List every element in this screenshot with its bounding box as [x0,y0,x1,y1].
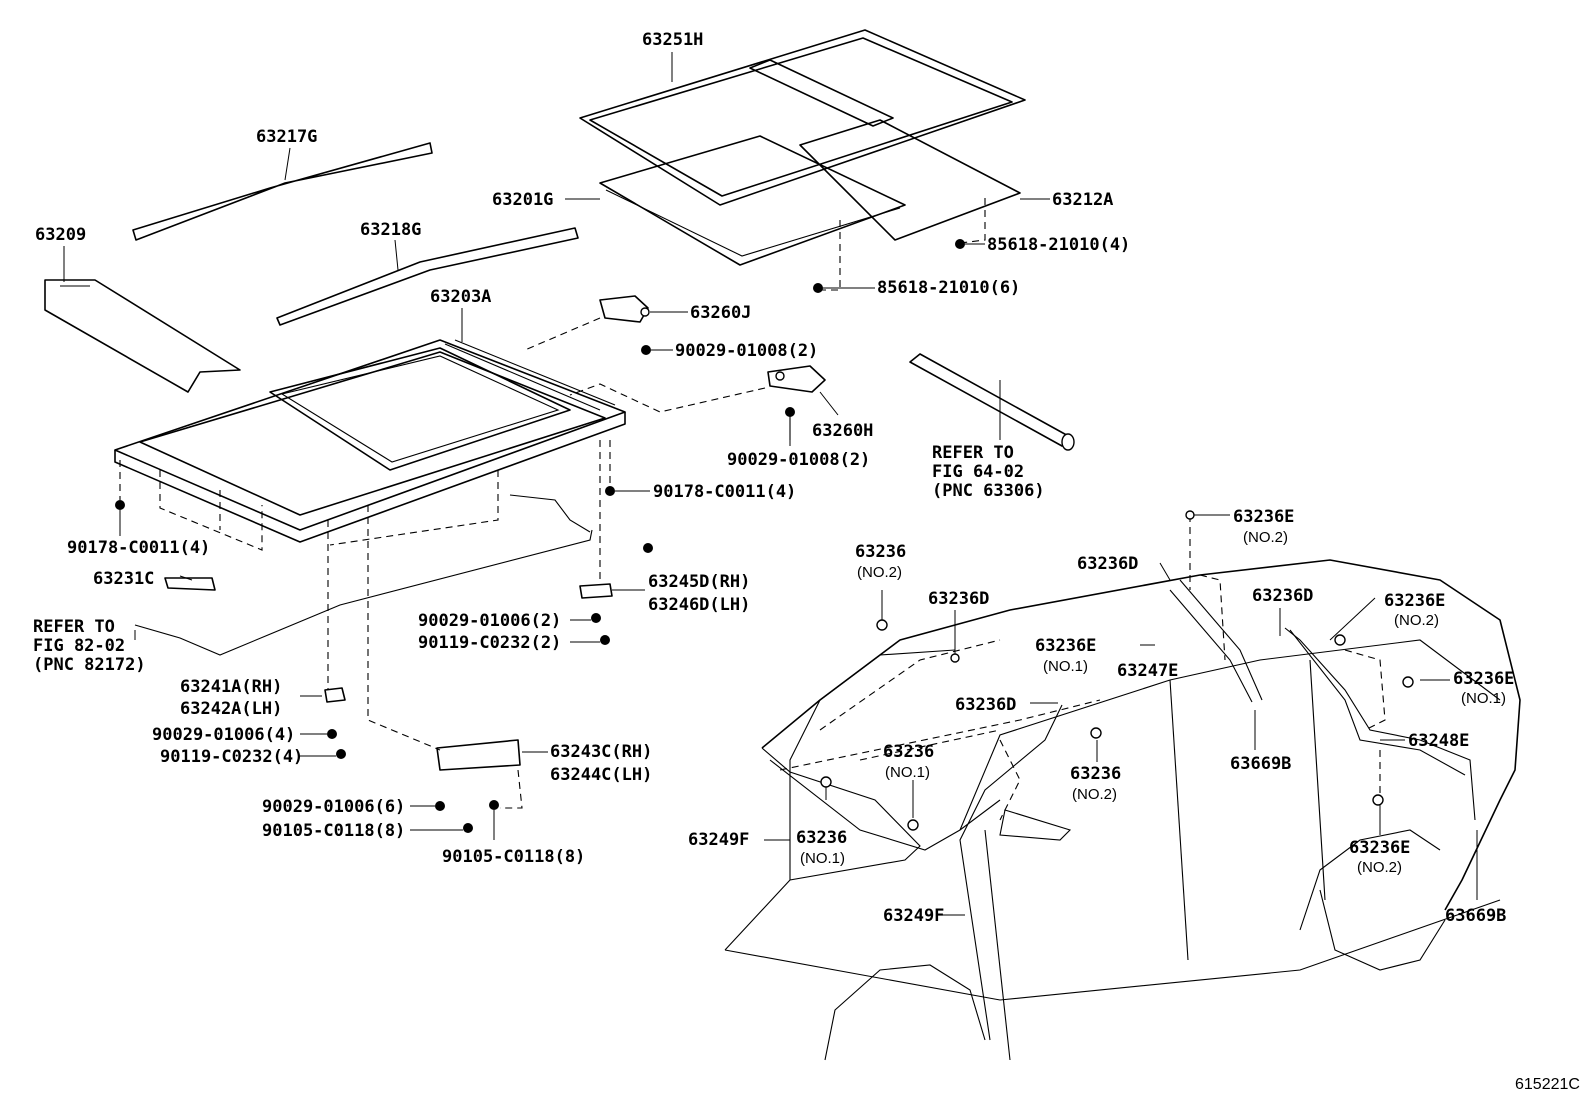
label-63247E: 63247E [1117,661,1178,681]
label-63236E-mid: 63236E [1384,591,1445,611]
label-63236D-b: 63236D [928,589,989,609]
label-85618-21010-6: 85618-21010(6) [877,278,1020,298]
label-63245D-RH: 63245D(RH) [648,572,750,592]
label-63218G: 63218G [360,220,421,240]
label-85618-21010-4: 85618-21010(4) [987,235,1130,255]
label-63236E-mid-sub: (NO.2) [1394,612,1439,629]
label-63236E-left-sub: (NO.1) [1043,658,1088,675]
label-63669B-b: 63669B [1445,906,1506,926]
label-90105-C0118-b: 90105-C0118(8) [442,847,585,867]
hardware-fasteners [115,239,965,833]
label-refer-b-line2: FIG 82-02 [33,636,125,656]
label-63236-low: 63236 [1070,764,1121,784]
label-63669B-a: 63669B [1230,754,1291,774]
label-63236D-c: 63236D [1252,586,1313,606]
label-63251H: 63251H [642,30,703,50]
label-63201G: 63201G [492,190,553,210]
label-90178-C0011-left: 90178-C0011(4) [67,538,210,558]
label-63203A: 63203A [430,287,491,307]
weatherstrip-part [276,227,579,326]
sunroof-housing-part [114,339,626,543]
label-90029-01008-top: 90029-01008(2) [675,341,818,361]
motor-63260J-part [524,295,651,355]
callout-leaders [63,52,1478,916]
label-refer-b-line3: (PNC 82172) [33,655,146,675]
label-63231C: 63231C [93,569,154,589]
label-63246D-LH: 63246D(LH) [648,595,750,615]
label-90119-C0232-2: 90119-C0232(2) [418,633,561,653]
label-63236E-bot: 63236E [1349,838,1410,858]
label-refer-a-line3: (PNC 63306) [932,481,1045,501]
label-63260H: 63260H [812,421,873,441]
label-refer-a-line1: REFER TO [932,443,1014,463]
label-63217G: 63217G [256,127,317,147]
label-63244C-LH: 63244C(LH) [550,765,652,785]
label-63249F-b: 63249F [883,906,944,926]
label-63236E-right-sub: (NO.1) [1461,690,1506,707]
label-63236E-left: 63236E [1035,636,1096,656]
label-63212A: 63212A [1052,190,1113,210]
label-63236E-top-sub: (NO.2) [1243,529,1288,546]
label-90105-C0118-a: 90105-C0118(8) [262,821,405,841]
label-90178-C0011-right: 90178-C0011(4) [653,482,796,502]
sunroof-glass-part [599,135,906,266]
label-63236-bot: 63236 [796,828,847,848]
callout-labels: 63251H 63217G 63209 63218G 63201G 63212A… [33,30,1580,1093]
label-90029-01006-4: 90029-01006(4) [152,725,295,745]
label-63236E-right: 63236E [1453,669,1514,689]
label-63260J: 63260J [690,303,751,323]
label-63243C-RH: 63243C(RH) [550,742,652,762]
label-63236-mid: 63236 [883,742,934,762]
sunshade-roller-part [909,353,1075,451]
label-refer-a-line2: FIG 64-02 [932,462,1024,482]
vehicle-outline [724,515,1521,1061]
assembly-dashed-lines [119,440,611,809]
label-63236D-a: 63236D [1077,554,1138,574]
drain-hoses [134,494,593,656]
label-63236E-bot-sub: (NO.2) [1357,859,1402,876]
label-63248E: 63248E [1408,731,1469,751]
label-90029-01008-bot: 90029-01008(2) [727,450,870,470]
deflector-strip-part [132,142,433,241]
label-90029-01006-2: 90029-01006(2) [418,611,561,631]
label-63241A-RH: 63241A(RH) [180,677,282,697]
motor-63260H-part [569,365,826,440]
rear-glass-panel-part [799,119,1021,291]
label-63236E-top: 63236E [1233,507,1294,527]
label-90119-C0232-4: 90119-C0232(4) [160,747,303,767]
label-63209: 63209 [35,225,86,245]
label-63236-top: 63236 [855,542,906,562]
label-63236-bot-sub: (NO.1) [800,850,845,867]
label-63236-low-sub: (NO.2) [1072,786,1117,803]
label-63236-mid-sub: (NO.1) [885,764,930,781]
label-63236D-d: 63236D [955,695,1016,715]
label-63249F-a: 63249F [688,830,749,850]
label-63242A-LH: 63242A(LH) [180,699,282,719]
label-90029-01006-6: 90029-01006(6) [262,797,405,817]
glass-frame-part [579,29,1026,206]
sunshade-panel-part [44,279,241,393]
figure-code: 615221C [1515,1076,1580,1093]
label-refer-b-line1: REFER TO [33,617,115,637]
label-63236-top-sub: (NO.2) [857,564,902,581]
